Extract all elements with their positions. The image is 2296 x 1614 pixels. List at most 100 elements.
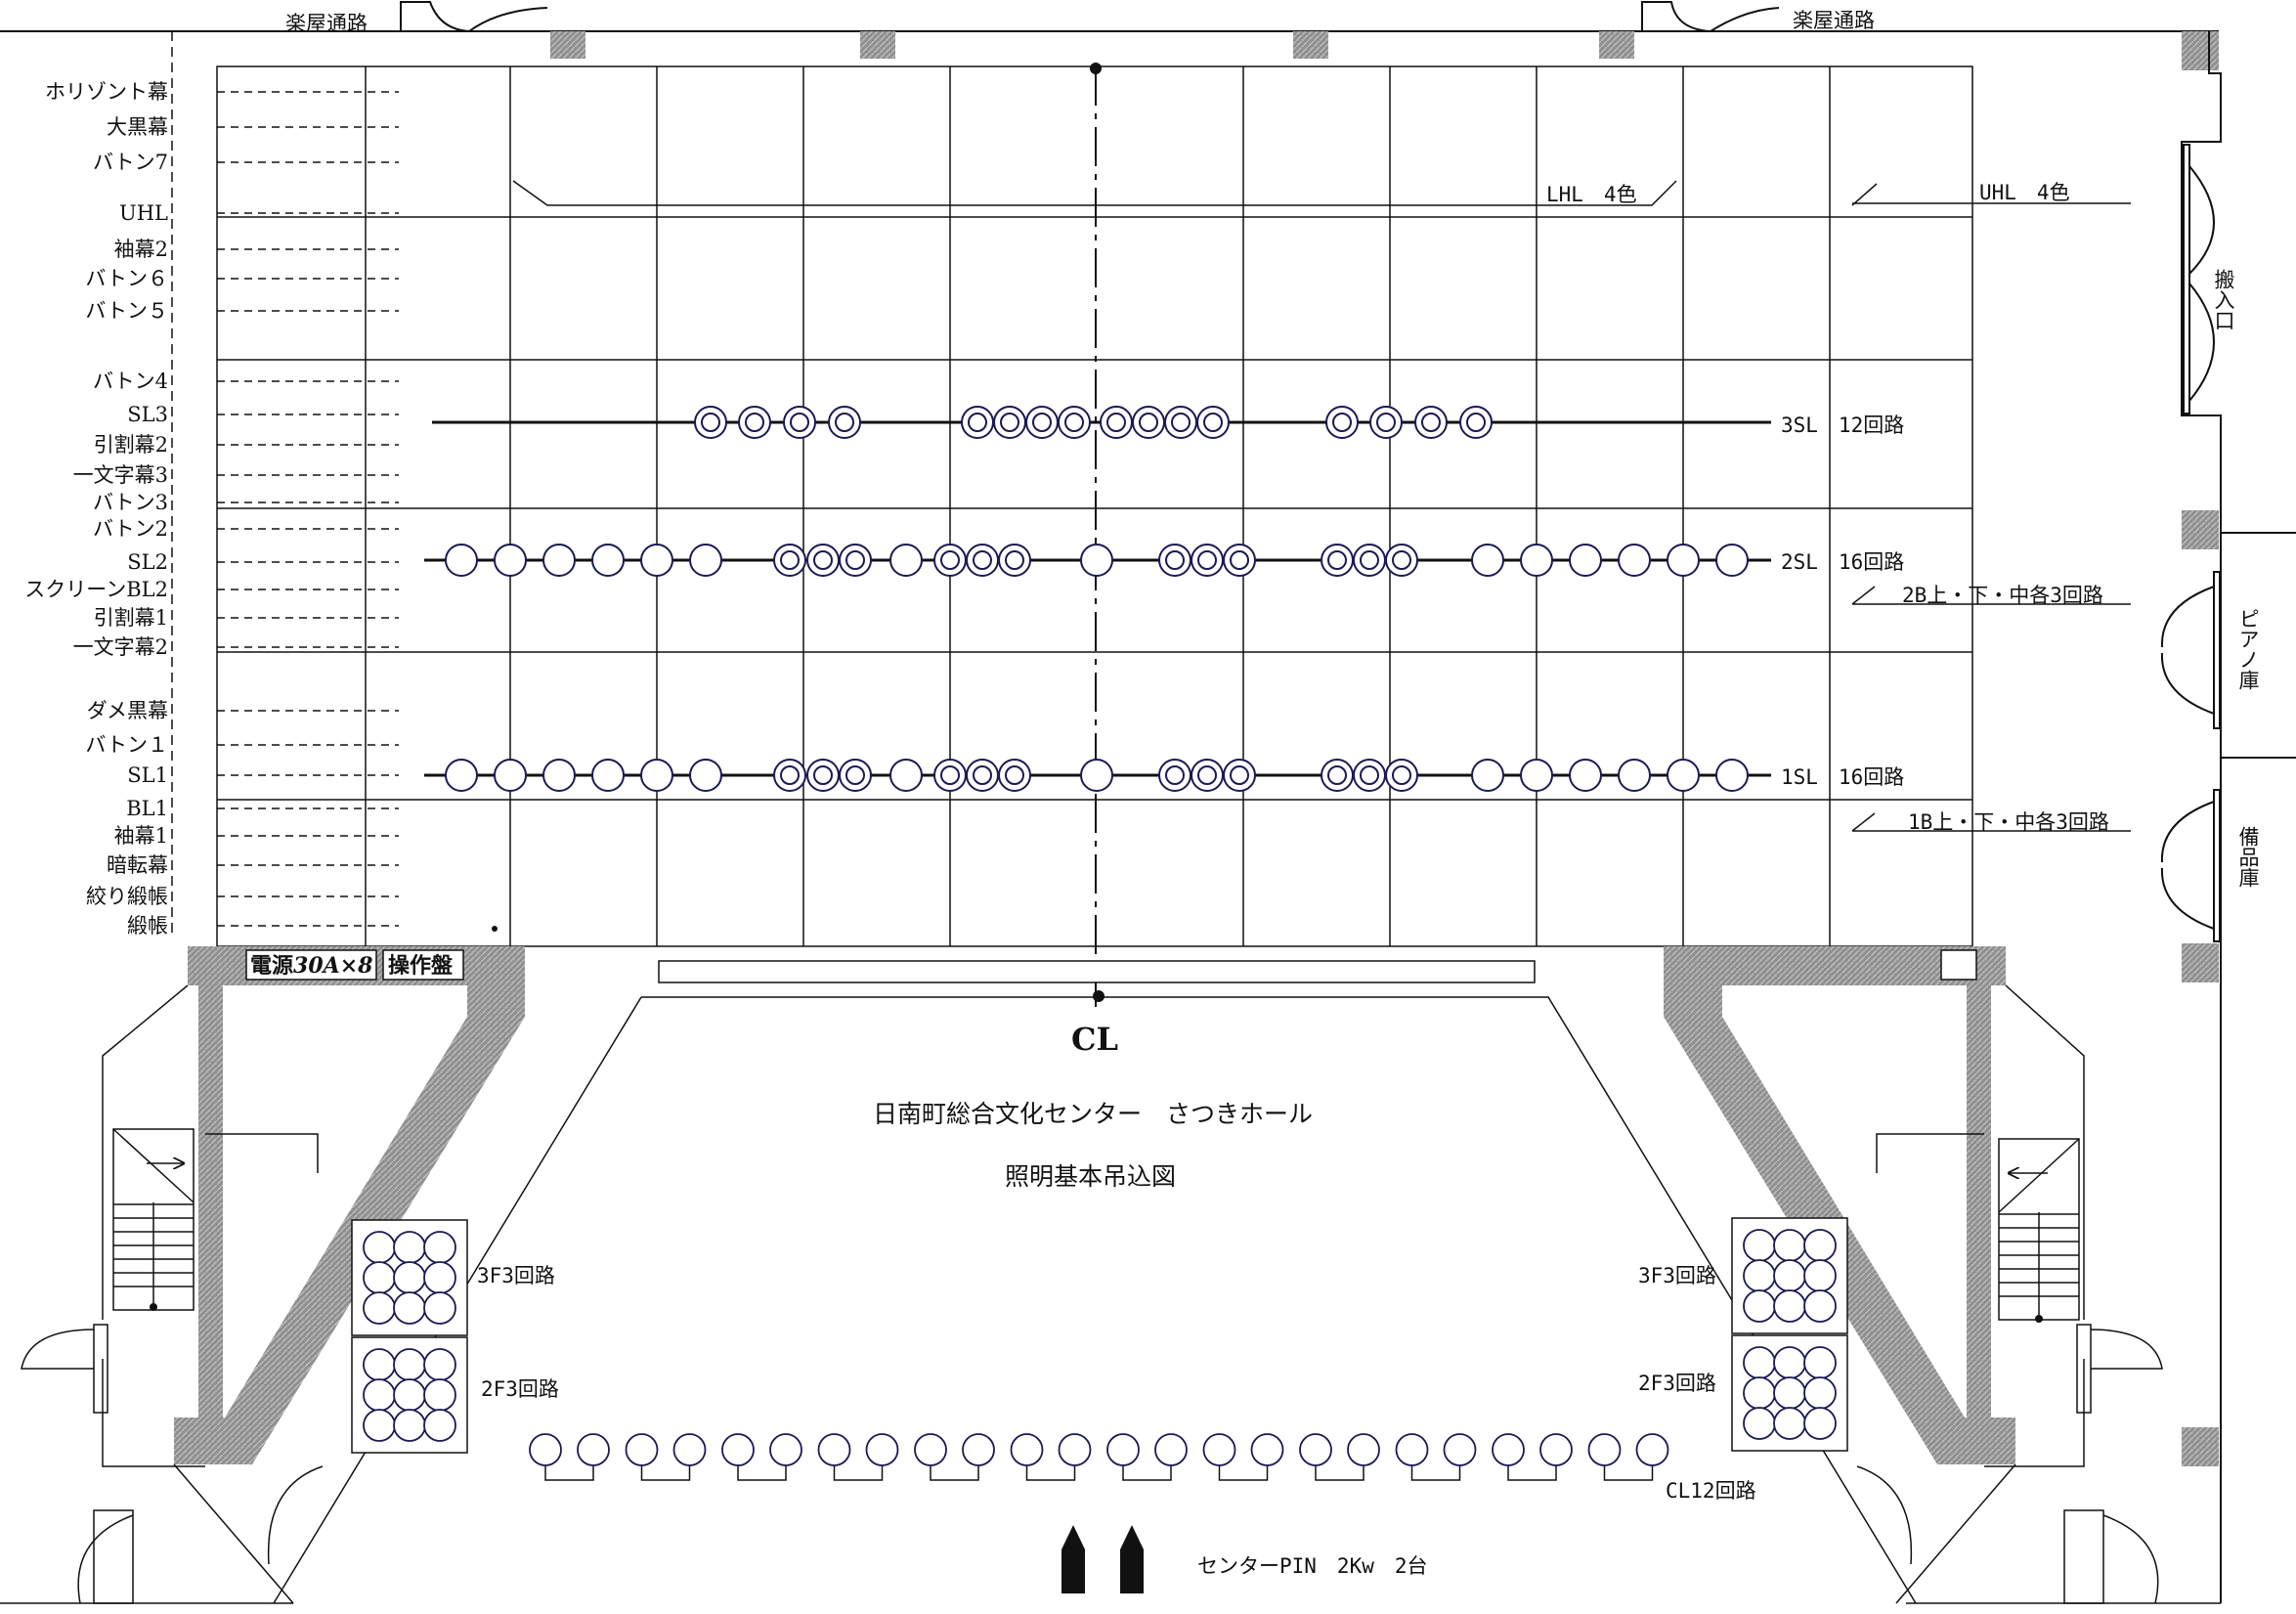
sl1-lamp xyxy=(806,759,840,792)
cl-lamp-pair xyxy=(1395,1433,1477,1481)
sl1-lamp xyxy=(998,759,1031,792)
cl-lamp-pair xyxy=(1587,1433,1669,1481)
sl2-lamp xyxy=(1715,544,1749,577)
sl2-lamp xyxy=(689,544,722,577)
cl-lamp-pair xyxy=(721,1433,802,1481)
batten-label: バトン7 xyxy=(93,151,168,174)
sl1-lamp xyxy=(1471,759,1504,792)
sl2-lamp xyxy=(966,544,999,577)
stage-grid-columns xyxy=(509,66,1831,946)
back-wall-columns xyxy=(550,31,2219,1466)
sl2-lamp xyxy=(773,544,806,577)
sl3-lamp xyxy=(993,406,1026,439)
sl1-lamp xyxy=(1618,759,1651,792)
side-doors xyxy=(21,1324,2163,1604)
diagram-title-line2: 照明基本吊込図 xyxy=(1005,1162,1176,1191)
sl3-lamp xyxy=(961,406,994,439)
sl2-lamp xyxy=(998,544,1031,577)
centerline-label: CL xyxy=(1071,1021,1118,1058)
center-pin-spots xyxy=(1061,1525,1144,1593)
foh-lamp xyxy=(1803,1407,1837,1440)
back-wall xyxy=(0,1,2219,33)
batten-label: ホリゾント幕 xyxy=(45,80,168,104)
sl3-lamp xyxy=(1414,406,1448,439)
sl1-lamp-row xyxy=(445,759,1749,792)
right-stair-dot xyxy=(2035,1315,2043,1323)
cl-lamp-pair xyxy=(529,1433,610,1481)
foh-box xyxy=(351,1336,468,1454)
sl2-border-label: 2B上・下・中各3回路 xyxy=(1902,584,2103,607)
sl3-lamp xyxy=(1132,406,1165,439)
sl1-lamp xyxy=(933,759,967,792)
sl3-circuit-label: 3SL 12回路 xyxy=(1781,414,1904,437)
batten-label: BL1 xyxy=(126,797,168,820)
batten-label: 一文字幕3 xyxy=(73,463,168,487)
cl-lamp-pair xyxy=(1202,1433,1284,1481)
sl1-lamp xyxy=(1158,759,1191,792)
foh-box xyxy=(351,1219,468,1336)
batten-label: SL2 xyxy=(127,550,168,574)
sl1-lamp xyxy=(1353,759,1386,792)
uhl-label: UHL 4色 xyxy=(1979,181,2070,204)
foh-lamp xyxy=(1743,1346,1776,1379)
sl3-lamp xyxy=(828,406,861,439)
auditorium-outline xyxy=(0,984,2221,1604)
foh-lamp xyxy=(393,1409,426,1442)
batten-label: バトン６ xyxy=(85,267,168,290)
sl2-lamp xyxy=(889,544,923,577)
foh-lamp xyxy=(393,1291,426,1325)
batten-label: ダメ黒幕 xyxy=(87,699,168,722)
foh-lamp xyxy=(393,1231,426,1264)
sl1-lamp xyxy=(1080,759,1113,792)
foh-lamp xyxy=(1803,1229,1837,1262)
foh-lamp xyxy=(423,1291,456,1325)
sl3-lamp xyxy=(1369,406,1403,439)
sl2-border-leader xyxy=(1851,586,2131,605)
foh-lamp xyxy=(1773,1407,1806,1440)
control-panel-box xyxy=(382,949,464,981)
sl1-lamp xyxy=(591,759,625,792)
cl-lamp-pair xyxy=(1106,1433,1188,1481)
foh-lamp xyxy=(423,1231,456,1264)
foh-lamp xyxy=(1803,1376,1837,1410)
sl1-lamp xyxy=(1520,759,1553,792)
sl2-lamp xyxy=(839,544,872,577)
sl2-circuit-label: 2SL 16回路 xyxy=(1781,550,1904,574)
sl1-circuit-label: 1SL 16回路 xyxy=(1781,765,1904,789)
sl1-lamp xyxy=(542,759,576,792)
sl2-lamp xyxy=(1191,544,1224,577)
batten-label: 緞帳 xyxy=(127,914,168,938)
foh-lamp xyxy=(363,1261,396,1294)
sl2-lamp xyxy=(591,544,625,577)
right-3f-label: 3F3回路 xyxy=(1638,1264,1716,1287)
foh-lamp xyxy=(1803,1346,1837,1379)
sl1-lamp xyxy=(689,759,722,792)
batten-label: バトン4 xyxy=(93,370,168,393)
sl1-lamp xyxy=(1385,759,1418,792)
sl1-lamp xyxy=(1321,759,1354,792)
left-3f-label: 3F3回路 xyxy=(477,1264,555,1287)
left-2f-label: 2F3回路 xyxy=(481,1377,559,1401)
power-box xyxy=(245,949,377,981)
foh-lamp xyxy=(423,1378,456,1412)
foh-lamp xyxy=(363,1231,396,1264)
sl3-lamp xyxy=(694,406,727,439)
sl2-lamp xyxy=(806,544,840,577)
sl2-lamp xyxy=(445,544,478,577)
foh-lamp xyxy=(1743,1407,1776,1440)
sl3-lamp xyxy=(1164,406,1197,439)
right-stair xyxy=(1998,1138,2080,1321)
batten-label: UHL xyxy=(119,201,168,225)
foh-lamp xyxy=(423,1261,456,1294)
batten-label: 袖幕1 xyxy=(114,824,168,848)
sl2-lamp xyxy=(542,544,576,577)
batten-label: 引割幕2 xyxy=(94,433,168,457)
sl1-border-leader xyxy=(1851,812,2131,832)
batten-label: 暗転幕 xyxy=(107,853,168,877)
centerline-front-point xyxy=(1093,990,1105,1002)
left-stair-dot xyxy=(150,1303,157,1311)
batten-label: SL3 xyxy=(127,403,168,426)
sl2-lamp xyxy=(1353,544,1386,577)
cl-lamp-pair xyxy=(1492,1433,1573,1481)
